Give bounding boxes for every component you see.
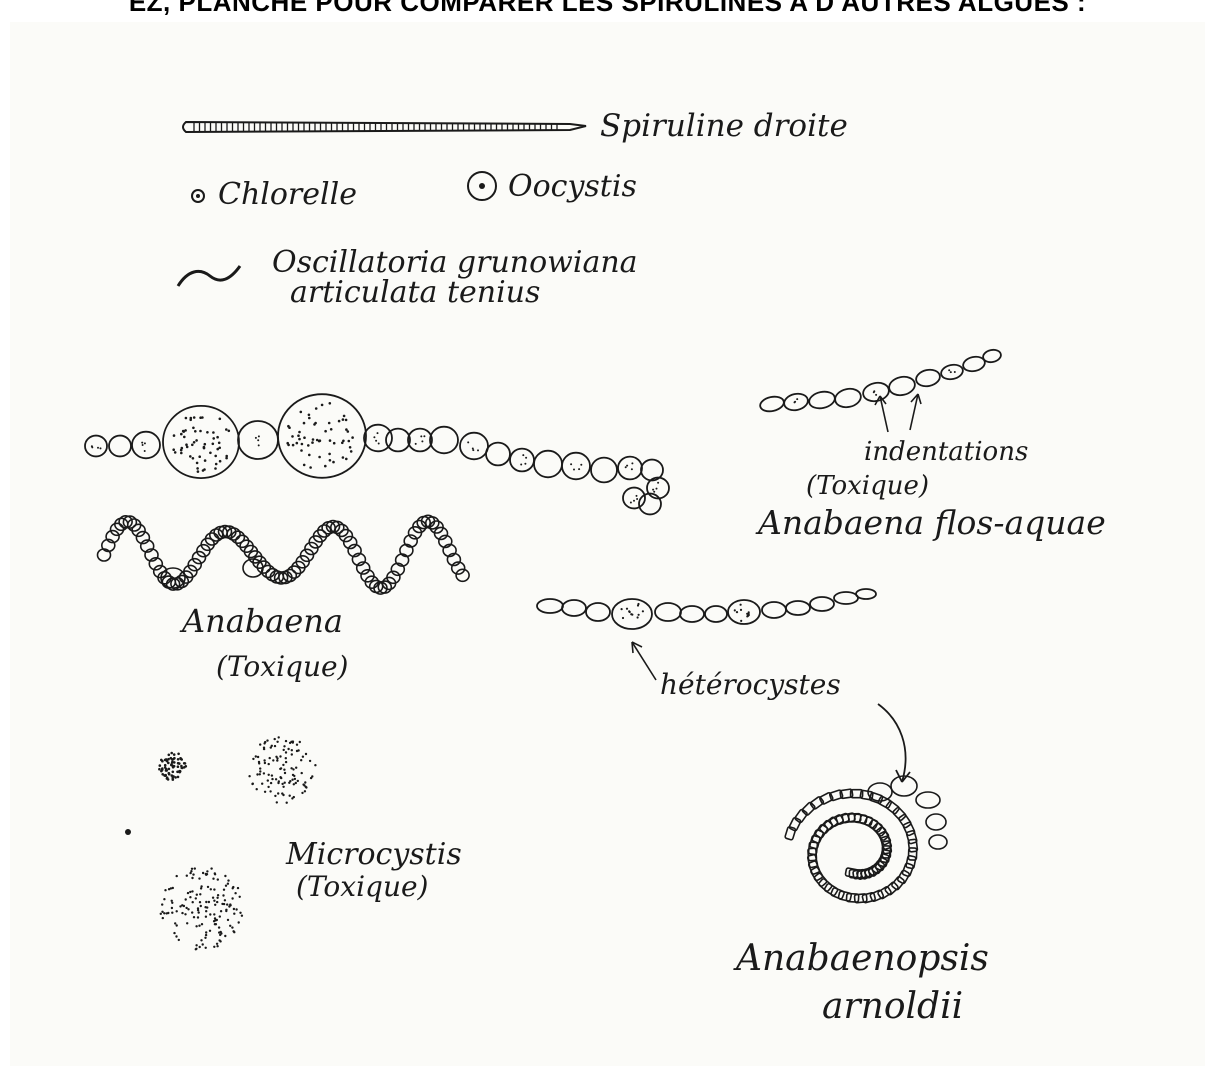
chlorelle-cell-drawing: [192, 190, 204, 202]
spiruline-label: Spiruline droite: [600, 108, 848, 144]
oscillatoria-label-line2: articulata tenius: [290, 275, 540, 310]
anabaena-flos-aquae-chain-drawing: [759, 348, 1002, 413]
oocystis-cell-drawing: [468, 172, 496, 200]
anabaena-label: Anabaena: [179, 602, 343, 640]
indentation-arrows: [875, 394, 921, 432]
oocystis-label: Oocystis: [508, 169, 637, 204]
chlorelle-label: Chlorelle: [218, 177, 357, 212]
heterocyst-chain-drawing: [537, 589, 876, 629]
anabaenopsis-label-line2: arnoldii: [822, 986, 963, 1027]
spiruline-filament-drawing: [183, 122, 586, 132]
anabaenopsis-spiral-drawing: [785, 776, 947, 903]
heterocystes-label: hétérocystes: [660, 668, 841, 701]
anabaena-flos-toxique-label: (Toxique): [806, 471, 929, 501]
heterocyst-arrow: [632, 642, 656, 680]
anabaena-flos-aquae-label: Anabaena flos-aquae: [755, 503, 1106, 542]
anabaena-large-chain-drawing: [85, 394, 669, 514]
oscillatoria-filament-drawing: [178, 266, 240, 286]
microcystis-toxique-label: (Toxique): [296, 870, 428, 903]
anabaena-wavy-chain-drawing: [98, 515, 470, 594]
anabaena-toxique-label: (Toxique): [216, 650, 348, 683]
microcystis-label: Microcystis: [285, 837, 462, 872]
indentations-label: indentations: [864, 437, 1028, 467]
anabaenopsis-label-line1: Anabaenopsis: [733, 938, 989, 979]
heterocystes-pointer-arrow: [878, 704, 906, 782]
